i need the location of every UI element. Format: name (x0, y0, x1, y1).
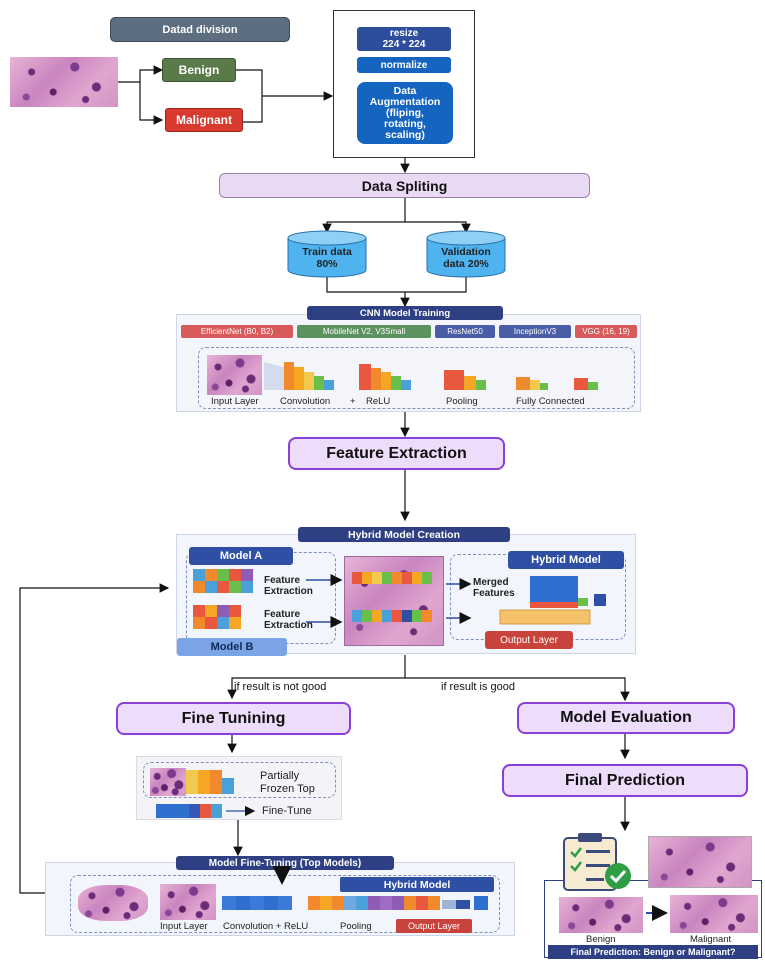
mft-label-convolution: Convolution + ReLU (223, 921, 309, 932)
feature-extraction-box: Feature Extraction (288, 437, 505, 470)
prediction-caption: Final Prediction: Benign or Malignant? (548, 945, 758, 959)
malignant-box: Malignant (165, 108, 243, 132)
tag-resnet50: ResNet50 (435, 325, 495, 338)
mft-label-input: Input Layer (160, 921, 208, 932)
partial-frozen-frame (143, 762, 336, 798)
cnn-label-pooling: Pooling (446, 396, 478, 407)
hybrid-feature-rows (352, 572, 432, 622)
hybrid-merge-graphics (446, 576, 606, 625)
partially-frozen-label: Partially Frozen Top (260, 770, 315, 795)
partial-frozen-blocks (186, 770, 234, 794)
prediction-arrow-icon (646, 905, 668, 921)
mft-layer-blocks (222, 866, 488, 910)
resize-step: resize 224 * 224 (357, 27, 451, 51)
cnn-label-relu: ReLU (366, 396, 391, 407)
cnn-label-convolution: Convolution (280, 396, 331, 407)
train-data-label: Train data 80% (302, 246, 352, 270)
model-evaluation-box: Model Evaluation (517, 702, 735, 734)
cylinder-shape (426, 230, 506, 278)
hybrid-model-label: Hybrid Model (508, 551, 624, 569)
prediction-malignant-label: Malignant (690, 934, 732, 945)
benign-box: Benign (162, 58, 236, 82)
hybrid-model-cubes (193, 569, 343, 629)
feature-extraction-a: Feature Extraction (264, 575, 313, 597)
hybrid-central-tissue (344, 556, 444, 646)
validation-data-label: Validation data 20% (441, 246, 491, 270)
cnn-label-input: Input Layer (211, 396, 259, 407)
fine-tune-label: Fine-Tune (262, 805, 312, 817)
mft-label-pooling: Pooling (340, 921, 372, 932)
cnn-layer-blocks (264, 362, 598, 390)
data-spliting-box: Data Spliting (219, 173, 590, 198)
prediction-benign-tissue (559, 897, 643, 933)
validation-data-cylinder: Validation data 20% (426, 230, 506, 278)
prediction-malignant-tissue (670, 895, 758, 933)
merged-features-label: Merged Features (473, 577, 515, 599)
model-fine-tuning-title: Model Fine-Tuning (Top Models) (176, 856, 394, 870)
branch-not-good-label: if result is not good (234, 681, 327, 693)
augmentation-step: Data Augmentation (fliping, rotating, sc… (357, 82, 453, 144)
clipboard-icon (563, 833, 631, 891)
tag-efficientnet: EfficientNet (B0, B2) (181, 325, 293, 338)
fine-tuning-box: Fine Tunining (116, 702, 351, 735)
hybrid-output-layer: Output Layer (485, 631, 573, 649)
mft-cell-cluster (78, 885, 148, 921)
cnn-layers-frame (198, 347, 635, 409)
tag-mobilenet: MobileNet V2, V3Small (297, 325, 431, 338)
mft-output-layer: Output Layer (396, 919, 472, 933)
fine-tune-blocks (156, 804, 256, 818)
partial-frozen-tissue (150, 768, 186, 796)
hybrid-creation-title: Hybrid Model Creation (298, 527, 510, 542)
cnn-label-fully-connected: Fully Connected (516, 396, 585, 407)
normalize-step: normalize (357, 57, 451, 73)
cylinder-shape (287, 230, 367, 278)
cnn-label-plus: + (350, 396, 356, 407)
tag-vgg: VGG (16, 19) (575, 325, 637, 338)
train-data-cylinder: Train data 80% (287, 230, 367, 278)
prediction-benign-label: Benign (586, 934, 616, 945)
mft-hybrid-model-label: Hybrid Model (340, 877, 494, 892)
prediction-tissue-top (648, 836, 752, 888)
model-a-label: Model A (189, 547, 293, 565)
feature-extraction-b: Feature Extraction (264, 609, 313, 631)
model-b-label: Model B (177, 638, 287, 656)
tag-inceptionv3: InceptionV3 (499, 325, 571, 338)
cnn-training-title: CNN Model Training (307, 306, 503, 320)
mft-input-tissue (160, 884, 216, 920)
branch-good-label: if result is good (441, 681, 515, 693)
final-prediction-box: Final Prediction (502, 764, 748, 797)
cnn-input-image (207, 355, 262, 395)
data-division-label: Datad division (110, 17, 290, 42)
histology-image (10, 57, 118, 107)
